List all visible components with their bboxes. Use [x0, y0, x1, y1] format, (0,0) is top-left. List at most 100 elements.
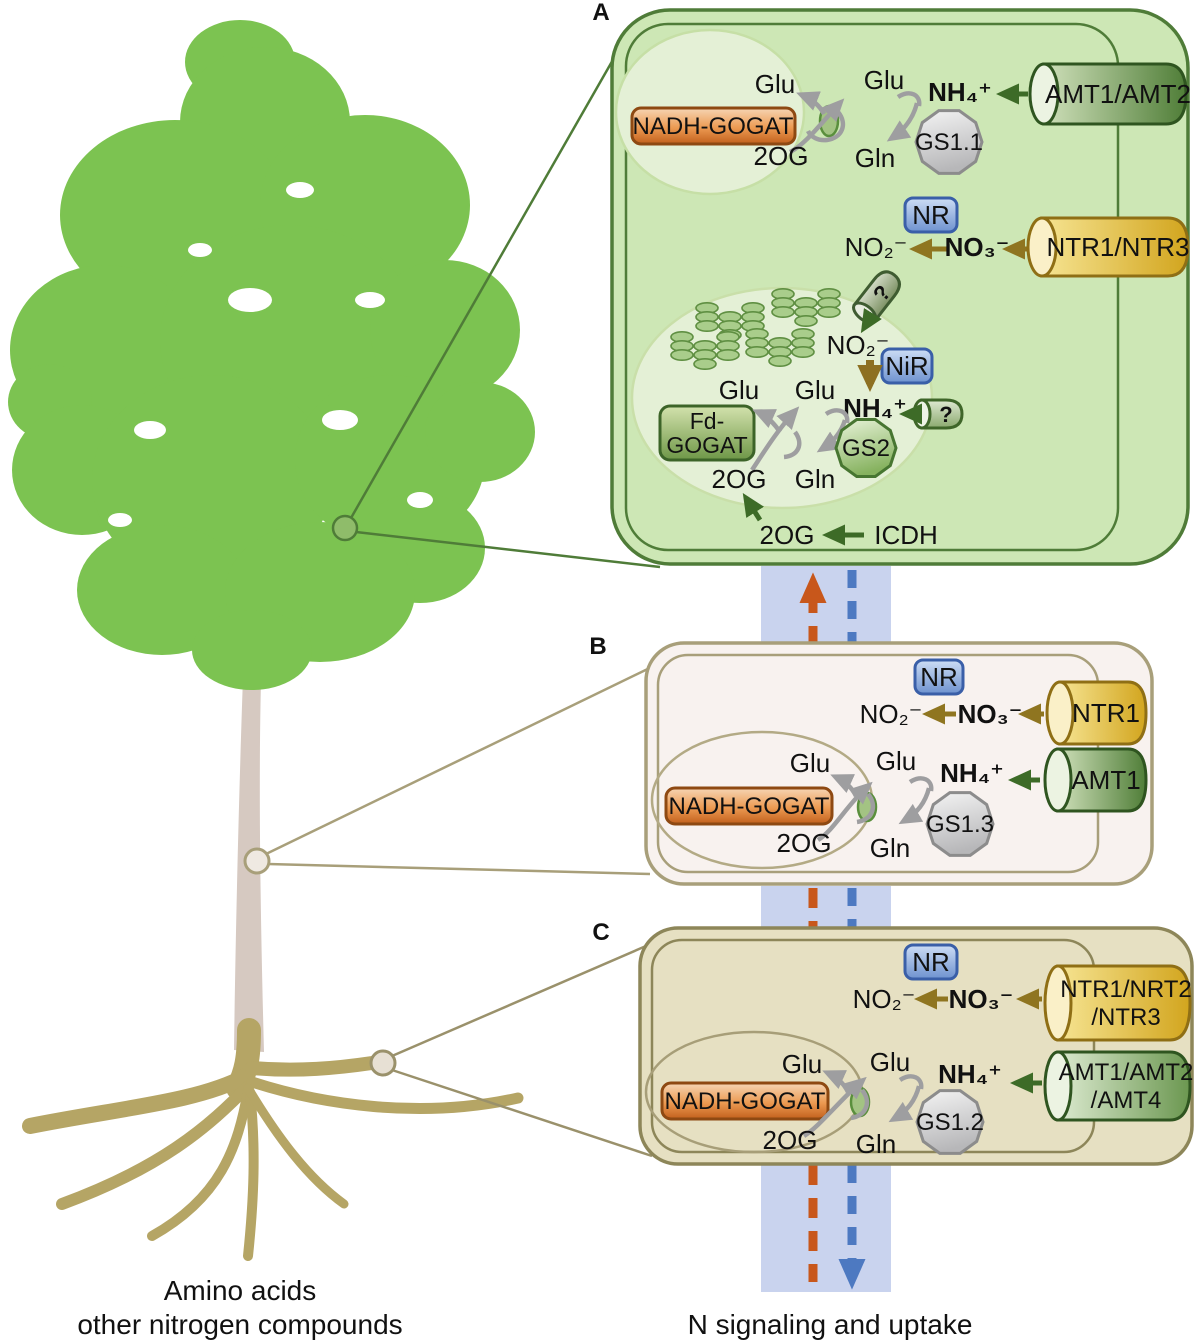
zoom-connector-c-lower — [391, 1068, 653, 1158]
zoom-connector-a-lower — [355, 530, 661, 569]
gln-b: Gln — [870, 833, 910, 863]
nadh-gogat-box-c — [660, 1081, 830, 1121]
glu-cyto-b: Glu — [876, 746, 916, 776]
unknown-nh4-transporter-cap — [912, 398, 932, 430]
panel-b-stem-cell: NR NO₂⁻ NO₃⁻ NTR1 NH₄⁺ AMT1 NADH-GOGAT G… — [644, 641, 1154, 886]
glu-cyto-a: Glu — [864, 65, 904, 95]
panel-c-root-cell: NR NO₂⁻ NO₃⁻ NTR1/NRT2 /NTR3 NH₄⁺ AMT1/A… — [638, 926, 1194, 1166]
zoom-point-stem — [243, 847, 271, 875]
nh4-a: NH₄⁺ — [928, 77, 992, 107]
no3-c: NO₃⁻ — [949, 984, 1014, 1014]
unknown-nh4-transporter-icon — [920, 398, 964, 430]
gs11-label: GS1.1 — [915, 129, 983, 156]
gs13-label: GS1.3 — [926, 811, 994, 838]
glu-cyto-c: Glu — [870, 1047, 910, 1077]
amt-transporter-c-cap — [1043, 1050, 1073, 1122]
glu-chl-2: Glu — [795, 375, 835, 405]
panel-b-label: B — [589, 633, 606, 660]
nh4-b: NH₄⁺ — [940, 758, 1004, 788]
no2-into-chloroplast-arrow — [860, 308, 882, 334]
fd-gogat-gs2-cycle-arrows — [750, 406, 850, 472]
fd-gogat-label-1: Fd- — [690, 408, 725, 434]
panel-a-label: A — [592, 0, 609, 26]
glu-mito-b: Glu — [790, 748, 830, 778]
nr-box-b — [913, 658, 965, 696]
nr-label-c: NR — [912, 947, 950, 977]
no2-chloroplast: NO₂⁻ — [827, 330, 890, 360]
nadh-gogat-label-a: NADH-GOGAT — [633, 113, 794, 140]
transport-band — [761, 566, 891, 1292]
band-segment-top — [761, 566, 891, 644]
glu-mito-c: Glu — [782, 1049, 822, 1079]
amt-transporter-b-cap — [1043, 747, 1073, 813]
ntr-label-b: NTR1 — [1072, 698, 1140, 728]
ntr-label-a: NTR1/NTR3 — [1046, 232, 1189, 262]
nr-label-a: NR — [912, 200, 950, 230]
ntr-transporter-a-cap — [1026, 216, 1058, 278]
leaf-plasma-membrane — [624, 22, 1120, 552]
canopy-gaps — [108, 182, 433, 527]
gogat-gs-cycle-arrows-c — [802, 1070, 924, 1138]
no2-c: NO₂⁻ — [853, 984, 916, 1014]
gln-a: Gln — [855, 143, 895, 173]
ntr-label-c-2: /NTR3 — [1091, 1004, 1160, 1031]
og-bottom-a: 2OG — [760, 520, 815, 550]
ntr-label-c-1: NTR1/NRT2 — [1060, 976, 1192, 1003]
gln-chl: Gln — [795, 464, 835, 494]
nr-box-c — [903, 943, 959, 981]
amt-label-a: AMT1/AMT2 — [1045, 79, 1191, 109]
zoom-connector-b-lower — [267, 862, 651, 876]
caption-amino-acids-line2: other nitrogen compounds — [77, 1309, 402, 1340]
gln-c: Gln — [856, 1129, 896, 1159]
caption-n-signaling: N signaling and uptake — [688, 1309, 973, 1340]
gs2-label: GS2 — [842, 435, 890, 462]
amt-label-c-1: AMT1/AMT2 — [1059, 1059, 1194, 1086]
zoom-connector-c-upper — [391, 944, 647, 1058]
amt-label-c-2: /AMT4 — [1091, 1087, 1162, 1114]
og-chl: 2OG — [712, 464, 767, 494]
og-supply-arrow — [742, 492, 764, 522]
amt-transporter-a — [1042, 62, 1188, 126]
tree-trunk — [234, 648, 264, 1052]
no2-a: NO₂⁻ — [845, 232, 908, 262]
glu-chl-1: Glu — [719, 375, 759, 405]
amt-transporter-c — [1056, 1050, 1192, 1122]
nr-label-b: NR — [920, 662, 958, 692]
fd-gogat-box — [658, 404, 756, 462]
gogat-gs-cycle-arrows-b — [816, 774, 934, 842]
root-plasma-membrane — [650, 938, 1096, 1154]
no3-b: NO₃⁻ — [958, 699, 1023, 729]
ntr-transporter-a — [1040, 216, 1190, 278]
ntr-transporter-b — [1058, 680, 1148, 746]
nadh-gogat-label-c: NADH-GOGAT — [665, 1088, 826, 1115]
og-c: 2OG — [763, 1125, 818, 1155]
band-segment-bottom — [761, 1163, 891, 1292]
glu-mito-a: Glu — [755, 69, 795, 99]
tree-roots — [22, 1018, 524, 1261]
nadh-gogat-label-b: NADH-GOGAT — [669, 793, 830, 820]
amt-transporter-b — [1056, 747, 1148, 813]
icdh-label: ICDH — [874, 520, 938, 550]
og-a: 2OG — [754, 141, 809, 171]
gs12-label: GS1.2 — [916, 1109, 984, 1136]
band-segment-mid — [761, 886, 891, 929]
zoom-point-root — [369, 1049, 397, 1077]
panel-c-label: C — [592, 919, 609, 946]
zoom-connector-b-upper — [265, 662, 659, 856]
zoom-connectors — [243, 57, 661, 1158]
unknown-no2-transporter-icon: ? — [852, 270, 901, 324]
panel-a-leaf-cell: NADH-GOGAT Glu Glu 2OG Gln GS1.1 NH₄⁺ AM… — [610, 8, 1191, 566]
gs12-enzyme — [915, 1089, 985, 1155]
nadh-gogat-box-a — [630, 106, 797, 146]
ntr-transporter-c-cap — [1043, 964, 1073, 1042]
ntr-transporter-b-cap — [1045, 680, 1075, 746]
no3-a: NO₃⁻ — [945, 232, 1010, 262]
gs11-enzyme — [914, 109, 984, 175]
nr-box-a — [903, 196, 959, 234]
nadh-gogat-box-b — [664, 786, 834, 826]
gs13-enzyme — [925, 791, 995, 857]
tree-illustration — [8, 20, 535, 1261]
amt-label-b: AMT1 — [1071, 765, 1140, 795]
